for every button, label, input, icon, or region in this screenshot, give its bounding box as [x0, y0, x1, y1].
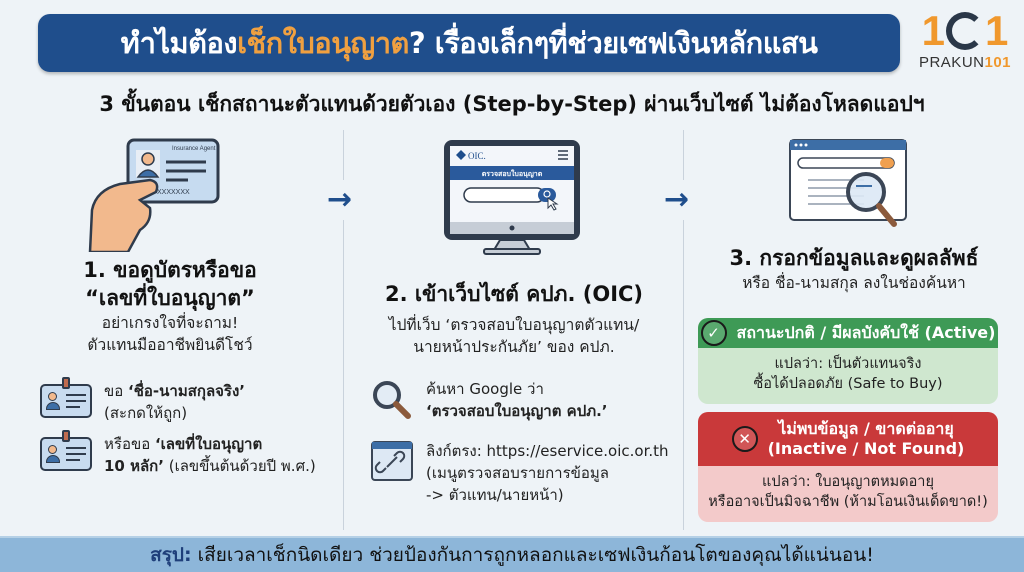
column-divider [343, 130, 344, 180]
step-1-title-line2: “เลขที่ใบอนุญาต” [85, 286, 255, 310]
browser-link-icon [371, 441, 413, 481]
title-banner: ทำไมต้องเช็กใบอนุญาต? เรื่องเล็กๆที่ช่วย… [38, 14, 900, 72]
status-active-body-line2: ซื้อได้ปลอดภัย (Safe to Buy) [753, 376, 943, 392]
title-text-part2: ? เรื่องเล็กๆที่ช่วยเซฟเงินหลักแสน [408, 26, 818, 60]
prakun101-logo: 1 1 PRAKUN101 [910, 8, 1020, 78]
tip-prefix: ขอ [104, 382, 129, 400]
status-inactive-box: ✕ ไม่พบข้อมูล / ขาดต่ออายุ (Inactive / N… [698, 412, 998, 522]
summary-body: เสียเวลาเช็กนิดเดียว ช่วยป้องกันการถูกหล… [191, 544, 874, 566]
next-arrow-icon: → [327, 182, 353, 217]
svg-text:XXXXXXX: XXXXXXX [157, 189, 190, 196]
step-2-desc-line2: นายหน้าประกันภัย’ ของ คปภ. [413, 338, 615, 356]
check-circle-icon: ✓ [700, 320, 727, 346]
logo-digit-right: 1 [985, 7, 1009, 54]
name-badge-icon [40, 377, 92, 418]
tip-line2: (เลขขึ้นต้นด้วยปี พ.ศ.) [163, 457, 316, 475]
hand-holding-id-card-icon: Insurance Agent XXXXXXX [0, 130, 340, 254]
logo-ring-icon [946, 12, 984, 50]
magnifier-icon [373, 381, 411, 419]
logo-text: PRAKUN101 [910, 54, 1020, 71]
step-1-desc-line1: อย่าเกรงใจที่จะถาม! [101, 314, 239, 332]
tip-license-number: หรือขอ ‘เลขที่ใบอนุญาต 10 หลัก’ (เลขขึ้นต… [40, 430, 316, 477]
status-inactive-heading: ✕ ไม่พบข้อมูล / ขาดต่ออายุ (Inactive / N… [698, 412, 998, 466]
tip-bold: ‘เลขที่ใบอนุญาต [154, 435, 263, 453]
column-divider [683, 220, 684, 530]
next-arrow-icon: → [664, 182, 690, 217]
summary-label: สรุป: [150, 544, 192, 566]
title-text-part1: ทำไมต้อง [120, 26, 238, 60]
status-active-heading: ✓ สถานะปกติ / มีผลบังคับใช้ (Active) [698, 318, 998, 348]
browser-search-icon [684, 130, 1024, 240]
step-1-title-line1: 1. ขอดูบัตรหรือขอ [83, 258, 257, 282]
tip-google-search: ค้นหา Google ว่า ‘ตรวจสอบใบอนุญาต คปภ.’ [370, 378, 608, 422]
column-divider [343, 220, 344, 530]
logo-text-main: PRAKUN [918, 54, 985, 71]
status-inactive-heading-line1: ไม่พบข้อมูล / ขาดต่ออายุ [778, 419, 954, 438]
subtitle: 3 ขั้นตอน เช็กสถานะตัวแทนด้วยตัวเอง (Ste… [99, 92, 925, 116]
step-3-desc: หรือ ชื่อ-นามสกุล ลงในช่องค้นหา [742, 274, 966, 292]
column-divider [683, 130, 684, 180]
step-3-column: 3. กรอกข้อมูลและดูผลลัพธ์ หรือ ชื่อ-นามส… [684, 130, 1024, 294]
step-1-column: Insurance Agent XXXXXXX 1. ขอดูบัตรหรือข… [0, 130, 340, 475]
summary-text: สรุป: เสียเวลาเช็กนิดเดียว ช่วยป้องกันกา… [150, 540, 874, 570]
tip-bold: ‘ตรวจสอบใบอนุญาต คปภ.’ [426, 402, 608, 420]
status-active-box: ✓ สถานะปกติ / มีผลบังคับใช้ (Active) แปล… [698, 318, 998, 404]
status-active-heading-text: สถานะปกติ / มีผลบังคับใช้ (Active) [736, 323, 996, 342]
tip-direct-link: ลิงก์ตรง: https://eservice.oic.or.th (เมน… [370, 440, 669, 506]
status-inactive-heading-line2: (Inactive / Not Found) [767, 439, 965, 458]
step-2-column: OIC. ตรวจสอบใบอนุญาต 2. เข้าเว็บไซต์ คปภ… [344, 130, 684, 504]
step-2-desc-line1: ไปที่เว็บ ‘ตรวจสอบใบอนุญาตตัวแทน/ [388, 316, 640, 334]
step-3-title: 3. กรอกข้อมูลและดูผลลัพธ์ [729, 246, 979, 270]
x-circle-icon: ✕ [731, 426, 758, 452]
logo-digit-left: 1 [921, 7, 945, 54]
tip-real-name: ขอ ‘ชื่อ-นามสกุลจริง’ (สะกดให้ถูก) [40, 377, 246, 424]
status-inactive-body-line2: หรืออาจเป็นมิจฉาชีพ (ห้ามโอนเงินเด็ดขาด!… [708, 494, 988, 510]
direct-link-url: ลิงก์ตรง: https://eservice.oic.or.th [426, 442, 669, 460]
page-title: ทำไมต้องเช็กใบอนุญาต? เรื่องเล็กๆที่ช่วย… [121, 20, 818, 66]
step-2-title: 2. เข้าเว็บไซต์ คปภ. (OIC) [384, 282, 644, 306]
tip-line2: (สะกดให้ถูก) [104, 404, 188, 422]
tip-line2: (เมนูตรวจสอบรายการข้อมูล [426, 464, 609, 482]
status-active-body-line1: แปลว่า: เป็นตัวแทนจริง [774, 356, 922, 372]
summary-footer: สรุป: เสียเวลาเช็กนิดเดียว ช่วยป้องกันกา… [0, 536, 1024, 572]
title-highlight: เช็กใบอนุญาต [237, 26, 409, 60]
number-badge-icon [40, 430, 92, 471]
logo-text-accent: 101 [984, 54, 1012, 71]
computer-monitor-icon: OIC. ตรวจสอบใบอนุญาต [344, 130, 684, 256]
tip-bold: ‘ชื่อ-นามสกุลจริง’ [128, 382, 246, 400]
status-inactive-body-line1: แปลว่า: ใบอนุญาตหมดอายุ [762, 474, 934, 490]
svg-text:ตรวจสอบใบอนุญาต: ตรวจสอบใบอนุญาต [482, 169, 543, 178]
tip-prefix: หรือขอ [104, 435, 155, 453]
svg-text:Insurance Agent: Insurance Agent [172, 146, 216, 152]
tip-line3: -> ตัวแทน/นายหน้า) [426, 486, 564, 504]
tip-line1: ค้นหา Google ว่า [426, 380, 544, 398]
tip-line2-bold: 10 หลัก’ [104, 457, 164, 475]
step-1-desc-line2: ตัวแทนมืออาชีพยินดีโชว์ [87, 336, 253, 354]
svg-text:OIC.: OIC. [468, 151, 486, 161]
